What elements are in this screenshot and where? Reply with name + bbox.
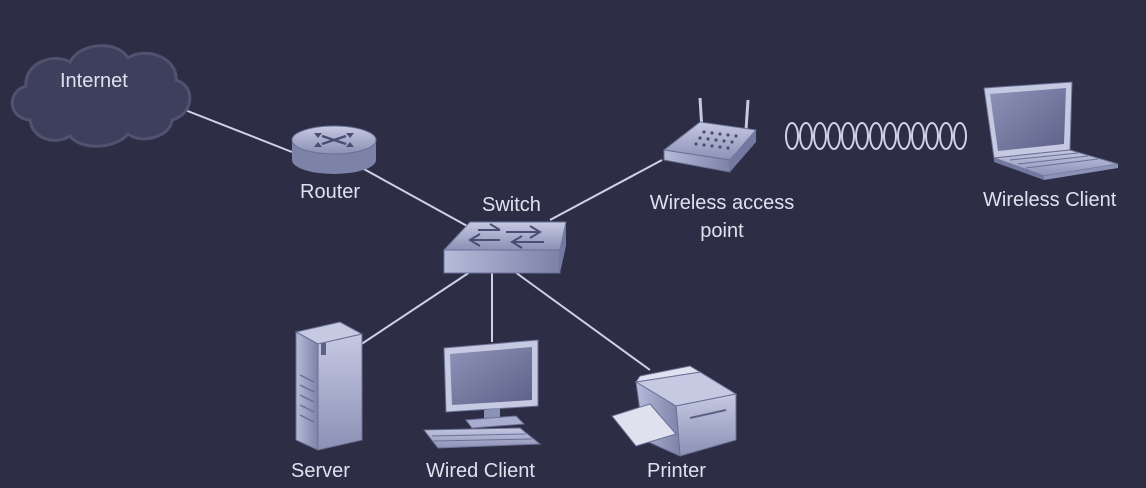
link-switch-printer <box>514 271 651 371</box>
wireless-signal-icon <box>785 122 967 150</box>
wired-client-label: Wired Client <box>426 460 535 482</box>
printer-icon <box>611 365 738 457</box>
link-switch-wap <box>549 159 663 221</box>
router-label: Router <box>300 181 361 203</box>
switch-label: Switch <box>482 194 541 216</box>
link-router-switch <box>361 167 479 233</box>
cloud-icon <box>10 44 192 148</box>
switch-icon <box>442 221 567 274</box>
link-switch-server <box>359 271 471 346</box>
router-icon <box>291 125 377 174</box>
wireless-access-point-label: Wireless access point <box>650 189 794 245</box>
server-icon <box>294 321 364 451</box>
server-label: Server <box>291 460 350 482</box>
internet-label: Internet <box>60 70 128 92</box>
connection-lines <box>179 107 663 371</box>
printer-label: Printer <box>647 460 706 482</box>
wireless-access-point-label-line2: point <box>700 220 744 242</box>
laptop-icon <box>983 81 1119 180</box>
wireless-access-point-icon <box>662 97 757 173</box>
desktop-computer-icon <box>422 339 542 449</box>
wireless-access-point-label-line1: Wireless access <box>649 192 795 214</box>
link-internet-router <box>179 107 293 153</box>
wireless-client-label: Wireless Client <box>983 189 1117 211</box>
